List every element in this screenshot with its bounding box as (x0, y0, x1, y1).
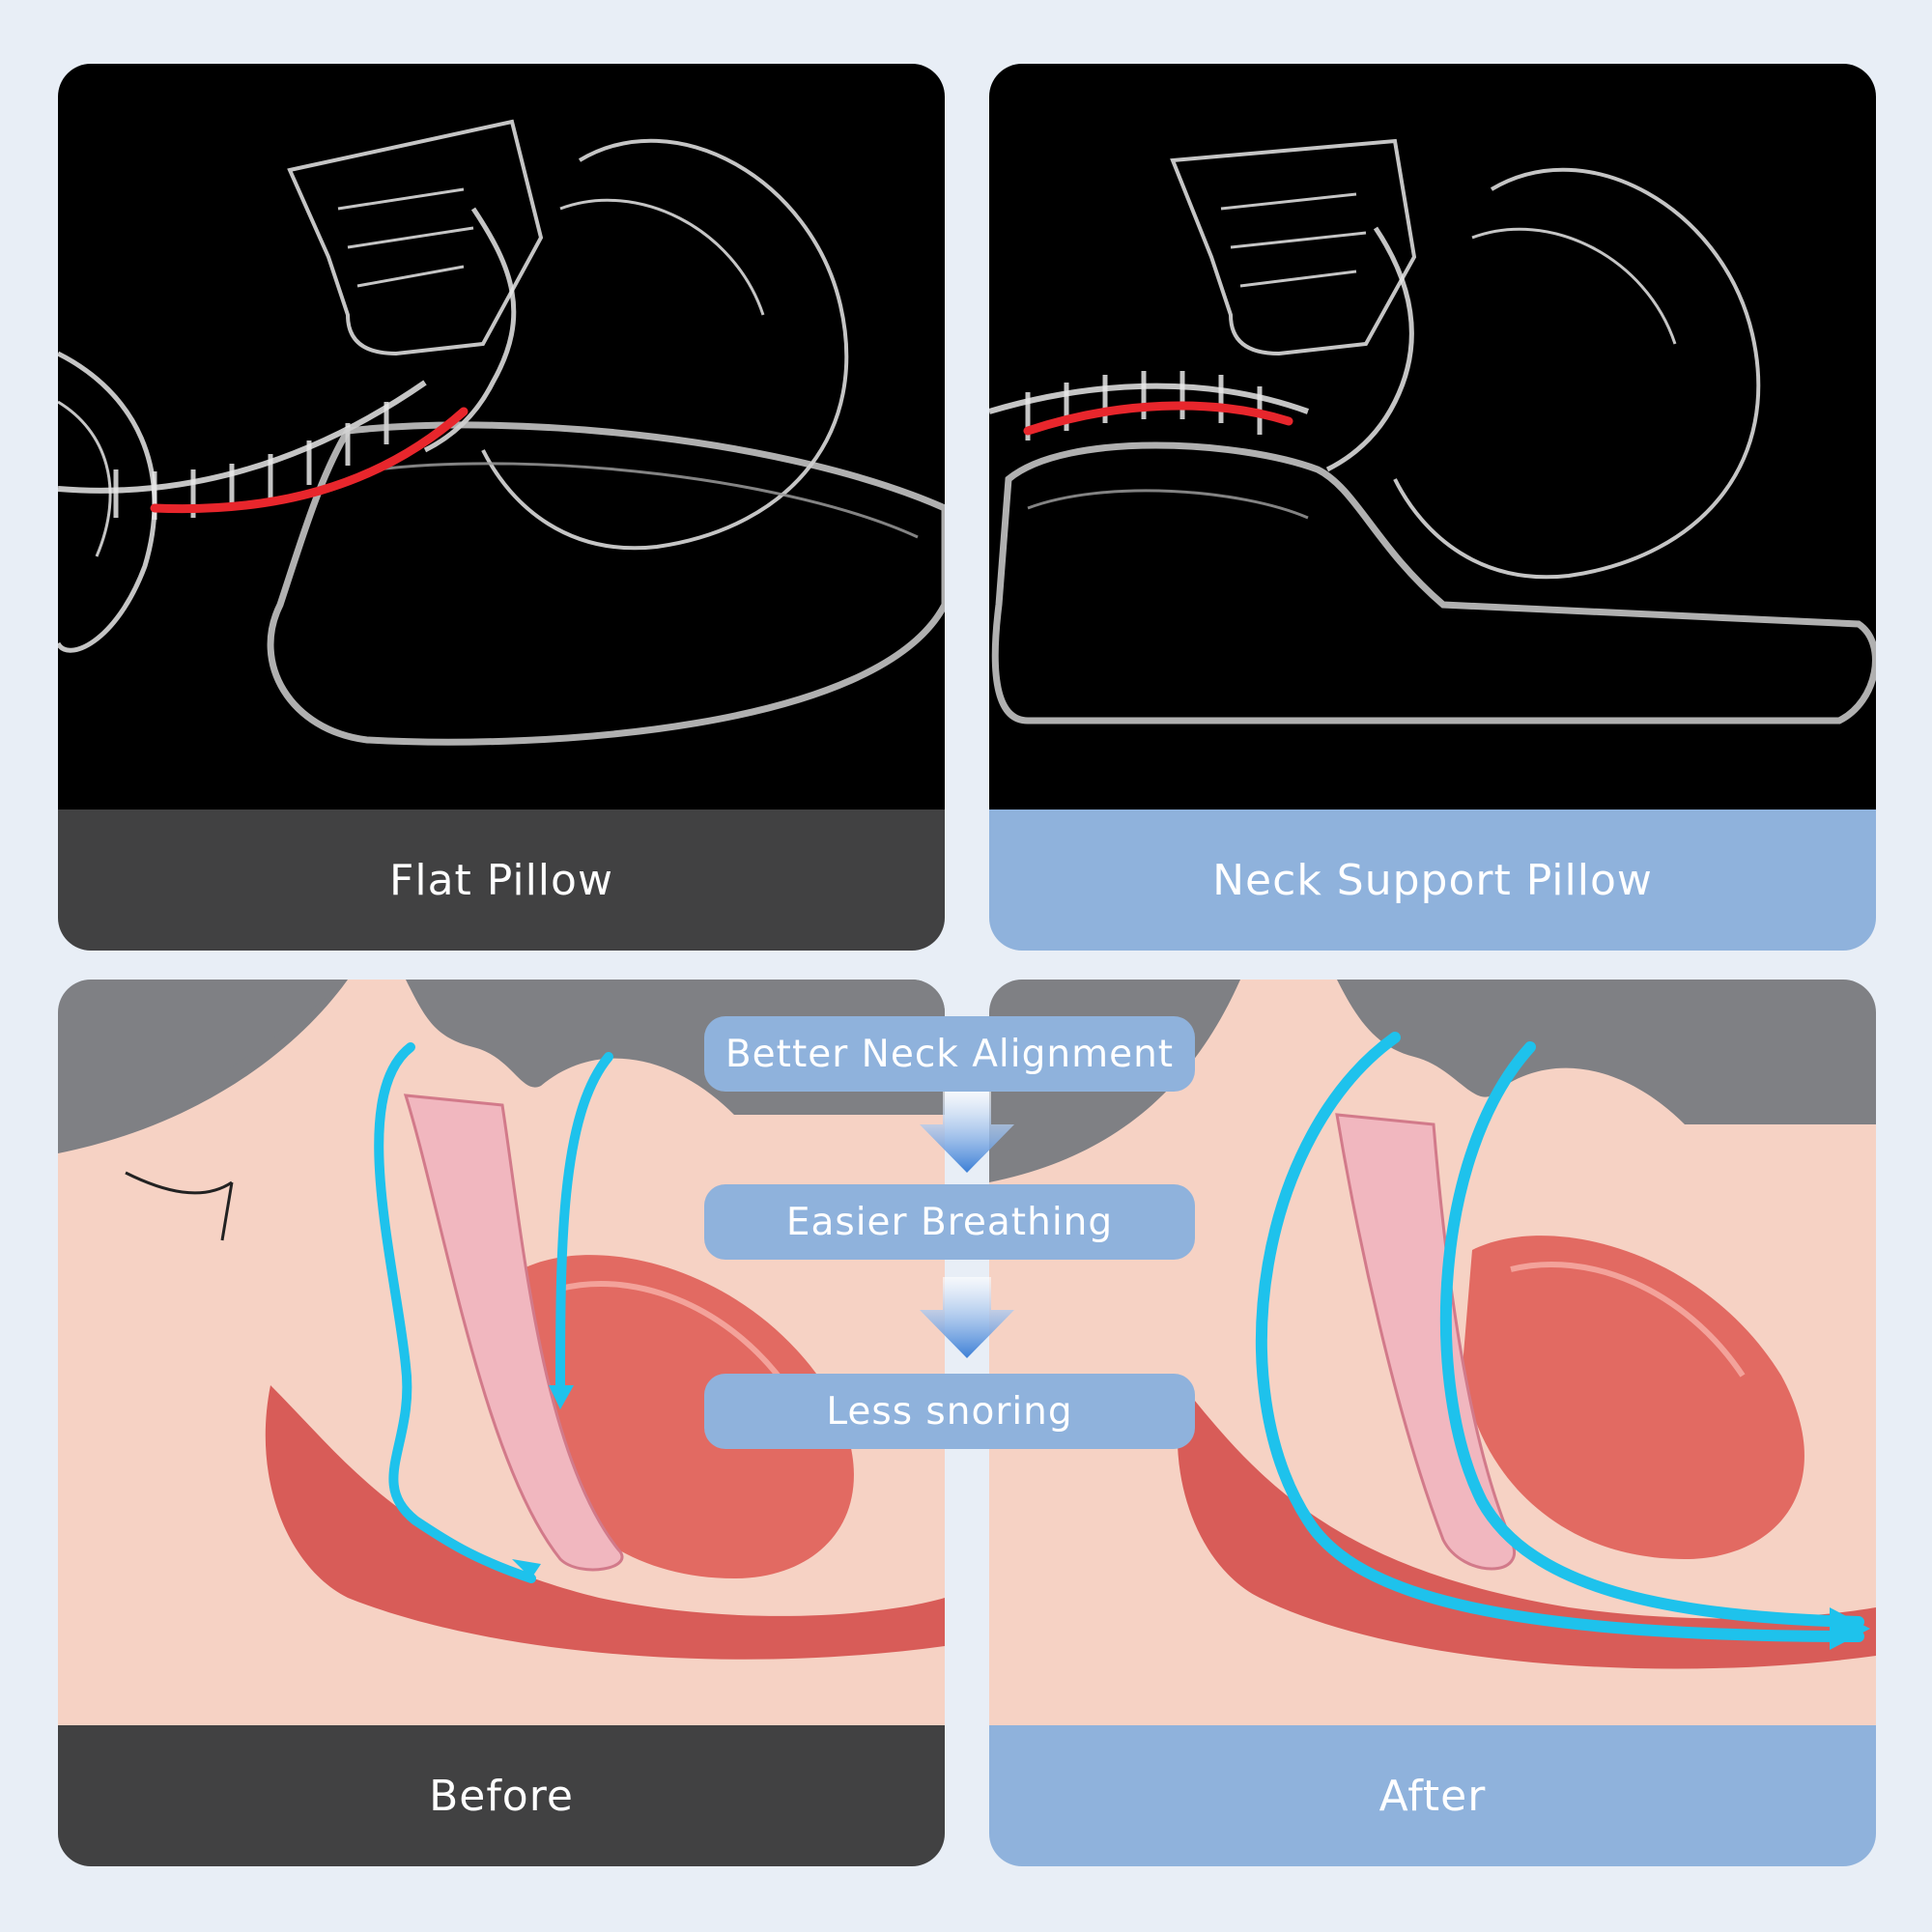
neck-support-pillow-panel: Neck Support Pillow (989, 64, 1876, 951)
after-airway-illustration (989, 980, 1876, 1725)
flat-pillow-panel: Flat Pillow (58, 64, 945, 951)
before-airway-panel: Before (58, 980, 945, 1866)
before-airway-illustration (58, 980, 945, 1725)
down-arrow-icon (920, 1092, 1014, 1173)
step-easier-breathing: Easier Breathing (704, 1184, 1195, 1260)
step-less-snoring: Less snoring (704, 1374, 1195, 1449)
flat-pillow-caption: Flat Pillow (58, 810, 945, 951)
after-airway-panel: After (989, 980, 1876, 1866)
step-better-neck-alignment: Better Neck Alignment (704, 1016, 1195, 1092)
neck-support-xray-illustration (989, 64, 1876, 810)
flat-pillow-xray-illustration (58, 64, 945, 810)
down-arrow-icon (920, 1277, 1014, 1358)
after-caption: After (989, 1725, 1876, 1866)
before-caption: Before (58, 1725, 945, 1866)
neck-support-pillow-caption: Neck Support Pillow (989, 810, 1876, 951)
